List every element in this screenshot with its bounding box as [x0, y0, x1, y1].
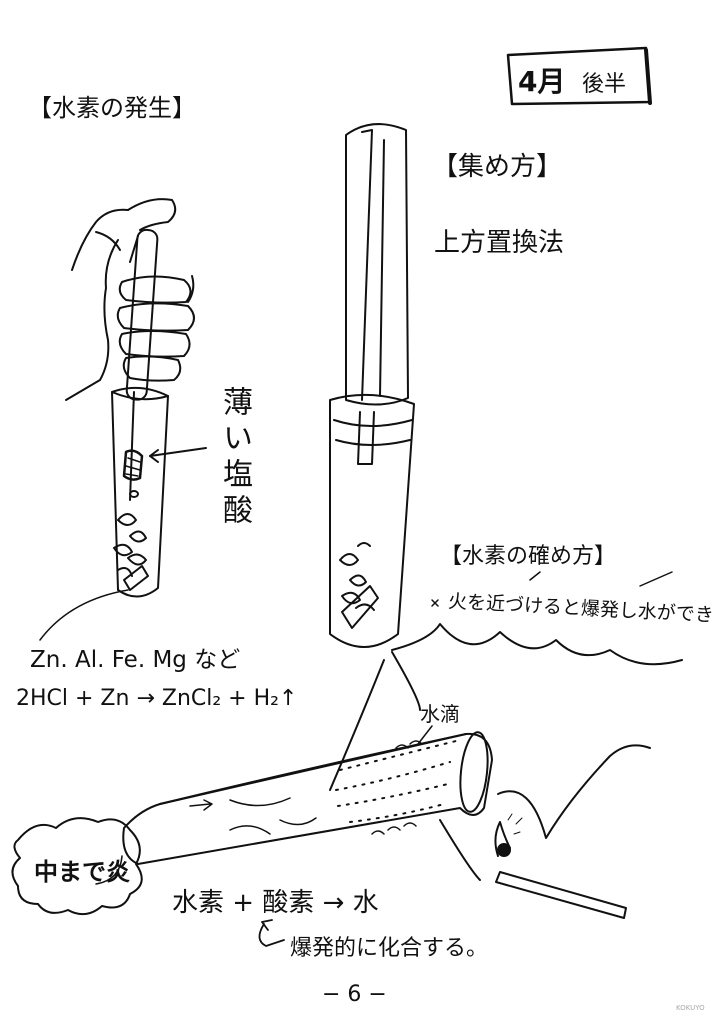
reaction-arrow [258, 923, 285, 947]
speech-bubble [329, 571, 683, 791]
metals-leader [39, 589, 129, 641]
water-drop-label: 水滴 [420, 702, 460, 726]
watermark: KOKUYO [676, 1004, 705, 1012]
hand-illustration [65, 198, 195, 401]
page-number: − 6 − [322, 982, 387, 1007]
generation-title: 【水素の発生】 [28, 94, 196, 122]
chemical-equation: 2HCl + Zn → ZnCl₂ + H₂↑ [16, 686, 298, 711]
month-box-frame [506, 46, 652, 106]
acid-label: 薄い塩酸 [217, 386, 252, 530]
flame-burst [11, 817, 143, 916]
test-tube-acid [111, 386, 207, 598]
half-label: 後半 [582, 72, 627, 97]
reaction-description: 爆発的に化合する。 [290, 936, 489, 961]
collection-method: 上方置換法 [434, 228, 565, 258]
metals-text: Zn. Al. Fe. Mg など [30, 647, 241, 673]
collection-title: 【集め方】 [432, 152, 563, 182]
month-label: 4月 [518, 65, 566, 98]
hydrogen-test-tube [122, 725, 651, 881]
flame-note: 中まで炎 [34, 858, 130, 886]
match-illustration [494, 813, 627, 919]
confirm-title: 【水素の確め方】 [440, 544, 617, 569]
reaction-formula: 水素 + 酸素 → 水 [172, 888, 379, 918]
upward-displacement-apparatus [329, 123, 415, 648]
